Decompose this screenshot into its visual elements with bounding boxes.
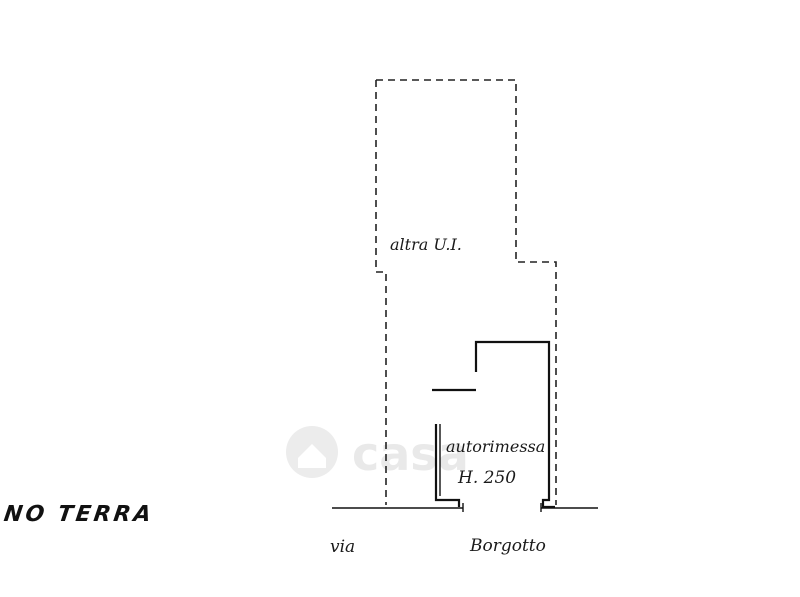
garage-left-wall [432,388,476,507]
room-name-label: autorimessa [446,437,545,456]
garage-right-wall [474,340,555,509]
garage-opening-ticks [462,503,542,512]
floor-title: PIANO TERRA [0,501,156,527]
street-label-borgotto: Borgotto [469,536,546,556]
watermark-text: casa [352,427,469,481]
street-label-via: via [330,537,355,557]
neighbor-unit-label: altra U.I. [390,235,462,254]
neighbor-unit-left-wall [375,80,387,505]
room-height-label: H. 250 [457,468,516,488]
watermark: casa [286,426,469,481]
